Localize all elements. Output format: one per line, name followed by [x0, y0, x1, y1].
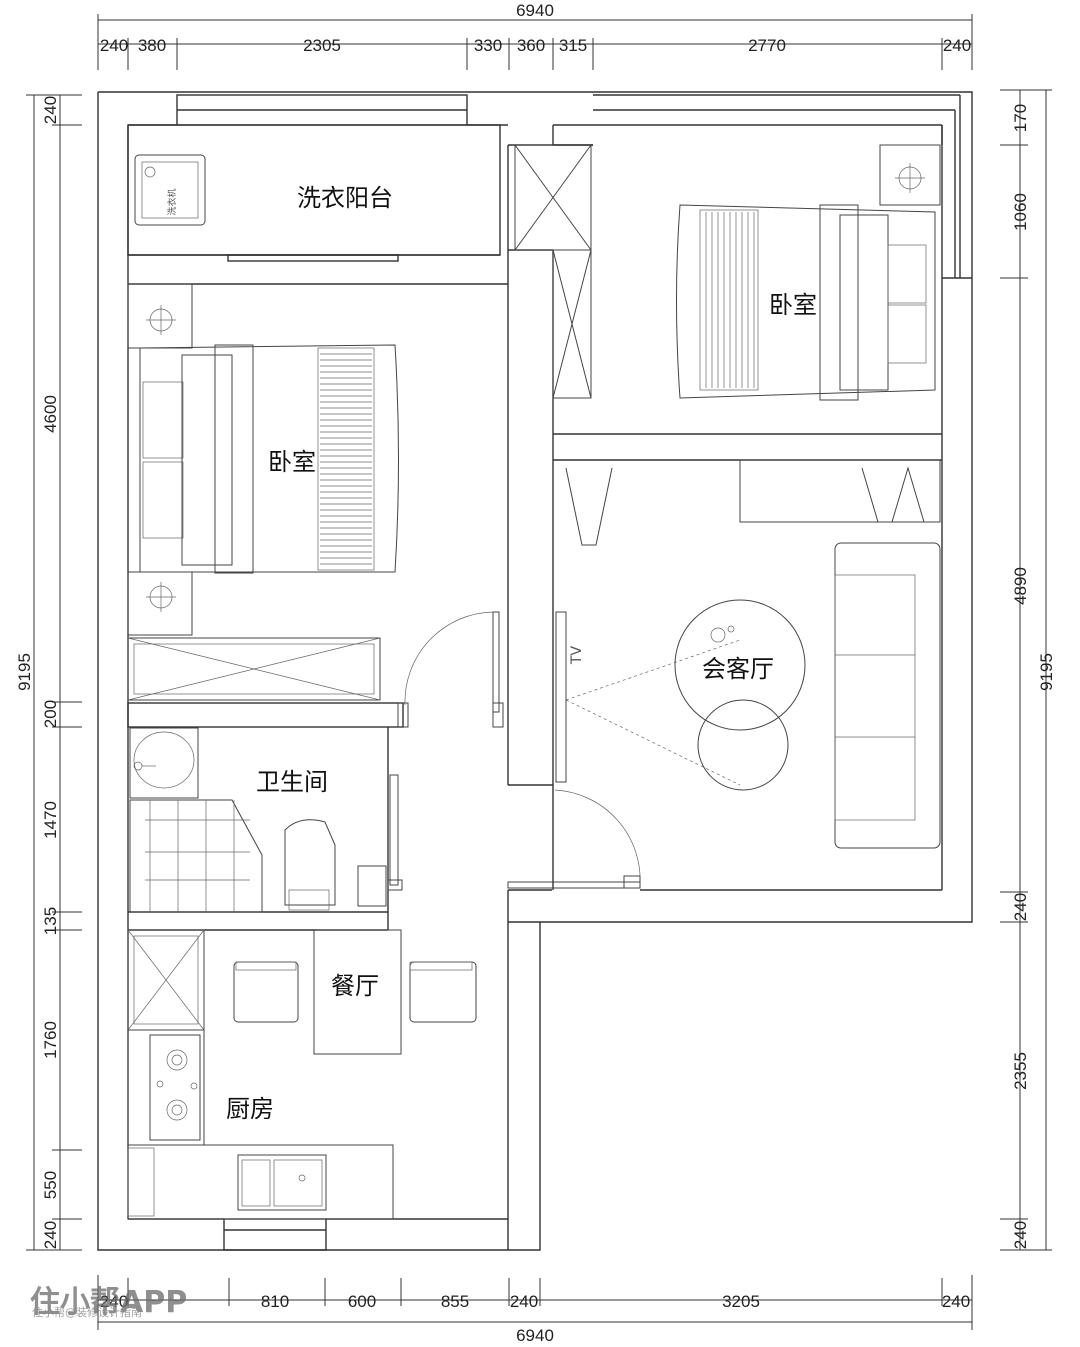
dim-top-seg-2: 380 [138, 36, 166, 55]
dim-right-total: 9195 [1037, 653, 1056, 691]
toilet [284, 819, 336, 906]
door-swing-arc [404, 611, 494, 706]
bathroom: 卫生间 [129, 727, 403, 913]
washbasin [129, 727, 199, 799]
dim-bottom-seg-4: 855 [441, 1292, 469, 1311]
bedroom-left: 卧室 [127, 283, 504, 728]
dim-top-seg-6: 315 [559, 36, 587, 55]
dim-left-seg-4: 1470 [41, 801, 60, 839]
washing-machine [134, 154, 206, 226]
room-bathroom: 卫生间 [256, 768, 328, 796]
dim-left-seg-2: 4600 [41, 395, 60, 433]
dim-bottom-seg-1: 240 [100, 1292, 128, 1311]
wardrobe-left [127, 637, 381, 701]
entry-door-swing [554, 789, 641, 886]
corridor-closet [514, 144, 592, 399]
dim-right-seg-1: 170 [1011, 104, 1030, 132]
room-bedroom-left: 卧室 [268, 448, 316, 476]
chair-left [565, 467, 613, 546]
dim-top-seg-5: 360 [517, 36, 545, 55]
dim-top-seg-7: 2770 [748, 36, 786, 55]
room-laundry-balcony: 洗衣阳台 [297, 184, 393, 212]
sink [237, 1154, 327, 1211]
dim-left-seg-6: 1760 [41, 1021, 60, 1059]
sideboard [739, 459, 941, 523]
washer-label: 洗衣机 [166, 188, 178, 215]
dim-bottom-seg-3: 600 [348, 1292, 376, 1311]
bedroom-right: 卧室 [676, 144, 941, 401]
sofa [834, 542, 941, 849]
counter-left [127, 1029, 205, 1146]
nightstand-icon [127, 283, 193, 349]
bed-right [676, 204, 936, 399]
dim-left-total: 9195 [15, 653, 34, 691]
nightstand-icon [879, 144, 941, 206]
dim-left-seg-1: 240 [41, 96, 60, 124]
dining-chair-left [233, 961, 299, 1023]
kitchen: 厨房 [127, 929, 394, 1220]
chair-right [861, 466, 925, 523]
room-living: 会客厅 [702, 655, 774, 683]
watermark: 住小帮APP 住小帮@装修设计指南 [30, 1285, 187, 1320]
bathroom-door [389, 774, 399, 886]
watermark-sub: 住小帮@装修设计指南 [32, 1305, 142, 1319]
coffee-table [674, 599, 806, 731]
dim-right-seg-6: 240 [1011, 1221, 1030, 1249]
dim-top-seg-4: 330 [474, 36, 502, 55]
dining: 餐厅 [233, 929, 477, 1055]
room-dining: 餐厅 [331, 972, 379, 1000]
tv-cabinet [555, 611, 567, 783]
room-bedroom-right: 卧室 [769, 291, 817, 319]
dim-right-seg-4: 240 [1011, 893, 1030, 921]
nightstand-icon [127, 571, 193, 636]
walls [97, 91, 973, 1251]
dining-table [313, 929, 402, 1055]
dim-top-seg-3: 2305 [303, 36, 341, 55]
dim-top-seg-1: 240 [100, 36, 128, 55]
dimension-lines [26, 14, 1052, 1330]
dim-left-seg-5: 135 [41, 907, 60, 935]
side-table [697, 699, 789, 791]
counter-bottom [127, 1144, 394, 1220]
dim-bottom-seg-2: 810 [261, 1292, 289, 1311]
dim-left-seg-8: 240 [41, 1221, 60, 1249]
shower-tray [129, 799, 263, 913]
dim-right-seg-2: 1060 [1011, 193, 1030, 231]
dim-bottom-total: 6940 [516, 1326, 554, 1345]
laundry-balcony: 洗衣机 洗衣阳台 [134, 154, 393, 226]
dim-left-seg-3: 200 [41, 700, 60, 728]
bedroom-left-door [492, 611, 500, 713]
dining-chair-right [409, 961, 477, 1023]
tv-label: TV [569, 646, 585, 666]
room-kitchen: 厨房 [226, 1095, 274, 1123]
watermark-brand: 住小帮APP [30, 1285, 187, 1320]
dim-right-seg-3: 4890 [1011, 567, 1030, 605]
dim-top-seg-8: 240 [943, 36, 971, 55]
dim-bottom-seg-7: 240 [942, 1292, 970, 1311]
stove [149, 1034, 201, 1141]
dim-bottom-seg-6: 3205 [722, 1292, 760, 1311]
living-room: TV 会客厅 [507, 459, 941, 889]
dim-left-seg-7: 550 [41, 1171, 60, 1199]
dim-right-seg-5: 2355 [1011, 1052, 1030, 1090]
dim-bottom-seg-5: 240 [510, 1292, 538, 1311]
dim-top-total: 6940 [516, 1, 554, 20]
bed-left [139, 344, 399, 573]
